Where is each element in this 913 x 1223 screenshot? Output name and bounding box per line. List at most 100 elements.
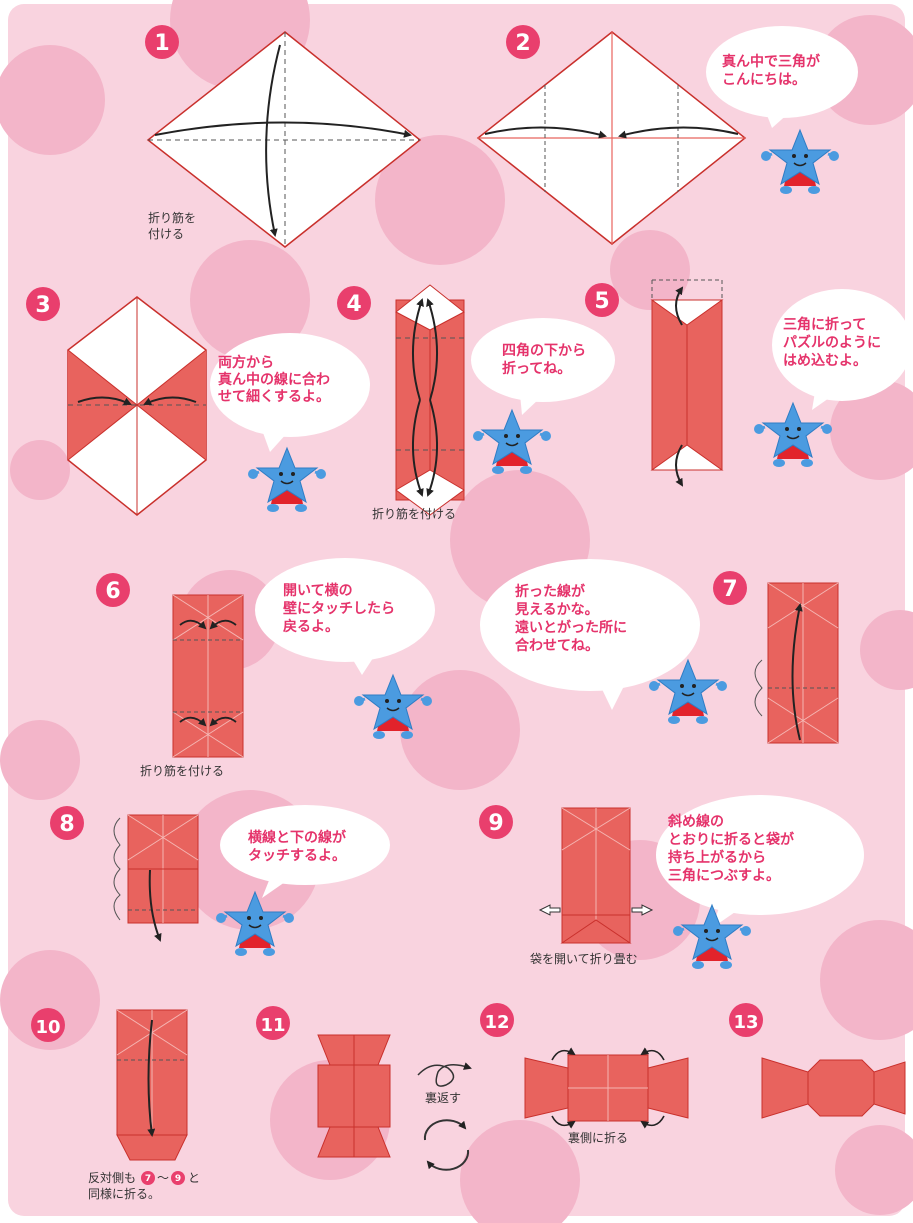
fold-arrow-icon [551, 1115, 576, 1129]
bubble-text: 真ん中で三角が こんにちは。 [722, 53, 825, 88]
step-badge: 3 [26, 287, 60, 321]
step-3: 3 両方から 真ん中の線に合わ せて細くするよ。 [26, 287, 370, 516]
fold-arrow-icon [791, 603, 803, 741]
step-10: 10 反対側も 7 〜 9 と 同様に折る。 [31, 1008, 200, 1201]
step-badge: 10 [31, 1008, 65, 1042]
fold-arrow-icon [209, 619, 237, 630]
paper-candy-wrapper [524, 1054, 689, 1122]
speech-bubble: 両方から 真ん中の線に合わ せて細くするよ。 [210, 333, 370, 452]
svg-text:反対側も: 反対側も [88, 1171, 136, 1185]
step-note: 袋を開いて折り畳む [530, 951, 638, 966]
fold-arrow-icon [179, 716, 207, 727]
bubble-text: 斜め線の とおりに折ると袋が 持ち上がるから 三角につぶすよ。 [667, 813, 799, 884]
speech-bubble: 三角に折って パズルのように はめ込むよ。 [772, 289, 912, 410]
svg-text:7: 7 [145, 1174, 151, 1184]
bubble-text: 両方から 真ん中の線に合わ せて細くするよ。 [218, 354, 335, 405]
fold-arrow-icon [484, 126, 607, 139]
svg-text:〜: 〜 [157, 1171, 169, 1185]
svg-text:9: 9 [175, 1174, 181, 1184]
step-5: 5 三角に折って パズルのように はめ込むよ。 [585, 279, 912, 487]
svg-text:2: 2 [515, 31, 530, 56]
bubble-text: 折った線が 見えるかな。 遠いとがった所に 合わせてね。 [514, 583, 632, 654]
flip-over-icon [417, 1062, 472, 1087]
step-badge: 9 [479, 805, 513, 839]
fold-arrow-icon [640, 1047, 665, 1061]
step-6: 6 折り筋を付ける 開いて横の 壁にタッチしたら 戻るよ。 [96, 558, 435, 778]
svg-text:1: 1 [154, 31, 169, 56]
step-8: 8 横線と下の線が タッチするよ。 [50, 805, 390, 958]
step-badge: 12 [480, 1003, 514, 1037]
paper-strip [767, 582, 839, 744]
fold-arrow-icon [77, 396, 132, 406]
bubble-text: 四角の下から 折ってね。 [502, 342, 591, 377]
step-badge: 13 [729, 1003, 763, 1037]
step-badge: 5 [585, 283, 619, 317]
step-2: 2 真ん中で三角が こんにちは。 [476, 25, 858, 245]
bubble-text: 開いて横の 壁にタッチしたら 戻るよ。 [282, 582, 400, 635]
paper-strip [116, 1009, 188, 1161]
step-4: 4 折り筋を付ける 四角の下から 折ってね。 [337, 284, 615, 521]
step-11: 11 裏返す [256, 1006, 472, 1171]
svg-text:12: 12 [484, 1012, 509, 1033]
step-badge: 11 [256, 1006, 290, 1040]
paper-square-white [146, 31, 422, 248]
speech-bubble: 折った線が 見えるかな。 遠いとがった所に 合わせてね。 [480, 559, 700, 710]
speech-bubble: 斜め線の とおりに折ると袋が 持ち上がるから 三角につぶすよ。 [656, 795, 864, 928]
step-badge: 2 [506, 25, 540, 59]
fold-arrow-icon [426, 399, 438, 497]
fold-arrow-icon [551, 1047, 576, 1061]
step-note: 裏返す [425, 1090, 461, 1105]
fold-arrow-icon [147, 1019, 156, 1137]
step-7: 折った線が 見えるかな。 遠いとがった所に 合わせてね。 7 [480, 559, 839, 744]
fold-arrow-icon [675, 444, 684, 487]
fold-arrow-icon [412, 399, 424, 497]
fold-arrow-icon [265, 44, 281, 237]
speech-bubble: 真ん中で三角が こんにちは。 [706, 26, 858, 128]
step-badge: 4 [337, 286, 371, 320]
svg-text:11: 11 [260, 1015, 285, 1036]
fold-arrow-icon [143, 396, 197, 406]
paper-strip [650, 279, 724, 471]
step-9: 9 袋を開いて折り畳む 斜め線の とおりに折ると袋が 持ち上がるから 三角につぶ… [479, 795, 864, 971]
step-badge: 7 [713, 571, 747, 605]
paper-strip [127, 814, 199, 924]
fold-arrow-icon [209, 716, 237, 727]
step-note: 折り筋を付ける [372, 506, 456, 521]
paper-strip [560, 807, 632, 944]
step-note: 反対側も 7 〜 9 と 同様に折る。 [88, 1171, 200, 1201]
fold-arrow-icon [675, 286, 684, 326]
step-badge: 1 [145, 25, 179, 59]
fold-arrow-icon [148, 869, 162, 942]
fold-arrow-icon [426, 298, 439, 401]
svg-text:13: 13 [733, 1012, 758, 1033]
svg-text:同様に折る。: 同様に折る。 [88, 1186, 160, 1201]
fold-arrow-icon [411, 298, 424, 401]
paper-strip [172, 594, 244, 758]
svg-text:3: 3 [35, 293, 50, 318]
paper-candy-folded [317, 1034, 391, 1158]
step-12: 12 裏側に折る [480, 1003, 689, 1145]
svg-text:6: 6 [105, 579, 120, 604]
step-note: 折り筋を付ける [140, 763, 224, 778]
step-13: 13 [729, 1003, 906, 1119]
open-arrow-icon [631, 904, 654, 916]
speech-bubble: 開いて横の 壁にタッチしたら 戻るよ。 [255, 558, 435, 675]
bubble-text: 三角に折って パズルのように はめ込むよ。 [783, 316, 886, 369]
open-arrow-icon [538, 904, 561, 916]
step-note: 折り筋を 付ける [148, 210, 200, 241]
paper-hexagon [67, 296, 207, 516]
fold-arrow-icon [154, 121, 412, 138]
step-1: 1 折り筋を 付ける [145, 25, 422, 248]
fold-arrow-icon [640, 1115, 665, 1129]
step-note: 裏側に折る [568, 1130, 628, 1145]
rotate-icon [423, 1119, 470, 1171]
paper-candy-finished [761, 1057, 906, 1119]
svg-text:9: 9 [488, 811, 503, 836]
svg-text:7: 7 [722, 577, 737, 602]
speech-bubble: 四角の下から 折ってね。 [471, 318, 615, 415]
svg-text:4: 4 [346, 292, 361, 317]
bubble-text: 横線と下の線が タッチするよ。 [248, 829, 351, 864]
